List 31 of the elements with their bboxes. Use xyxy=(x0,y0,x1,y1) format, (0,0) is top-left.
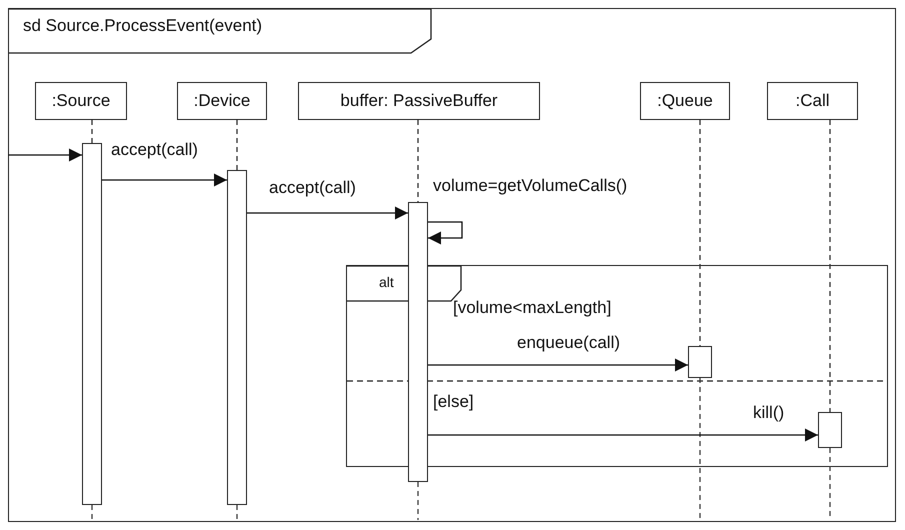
message-label: accept(call) xyxy=(110,140,199,160)
lifeline xyxy=(829,120,831,412)
message-label: accept(call) xyxy=(268,178,357,198)
message-label: enqueue(call) xyxy=(516,333,622,353)
lifeline xyxy=(236,120,238,170)
lifeline xyxy=(417,120,419,202)
participant-box: :Source xyxy=(35,82,127,120)
guard-condition: [else] xyxy=(433,392,474,412)
fragment-operator: alt xyxy=(379,273,394,292)
message-arrow xyxy=(428,428,818,442)
activation-bar xyxy=(82,143,102,505)
message-arrow xyxy=(428,358,688,372)
sequence-frame xyxy=(8,8,896,522)
activation-bar xyxy=(688,346,712,378)
message-label: kill() xyxy=(752,403,786,423)
message-label: volume=getVolumeCalls() xyxy=(432,176,628,196)
self-message-arrow xyxy=(428,221,463,244)
frame-title: sd Source.ProcessEvent(event) xyxy=(23,16,262,36)
message-arrow xyxy=(247,206,408,220)
message-arrow xyxy=(8,148,82,162)
lifeline xyxy=(91,120,93,143)
participant-box: buffer: PassiveBuffer xyxy=(298,82,540,120)
activation-bar xyxy=(408,202,428,482)
activation-bar xyxy=(227,170,247,505)
participant-box: :Device xyxy=(177,82,267,120)
participant-box: :Call xyxy=(767,82,858,120)
guard-condition: [volume<maxLength] xyxy=(453,298,612,318)
lifeline xyxy=(699,120,701,346)
message-arrow xyxy=(102,174,227,186)
participant-box: :Queue xyxy=(640,82,730,120)
activation-bar xyxy=(818,412,842,448)
